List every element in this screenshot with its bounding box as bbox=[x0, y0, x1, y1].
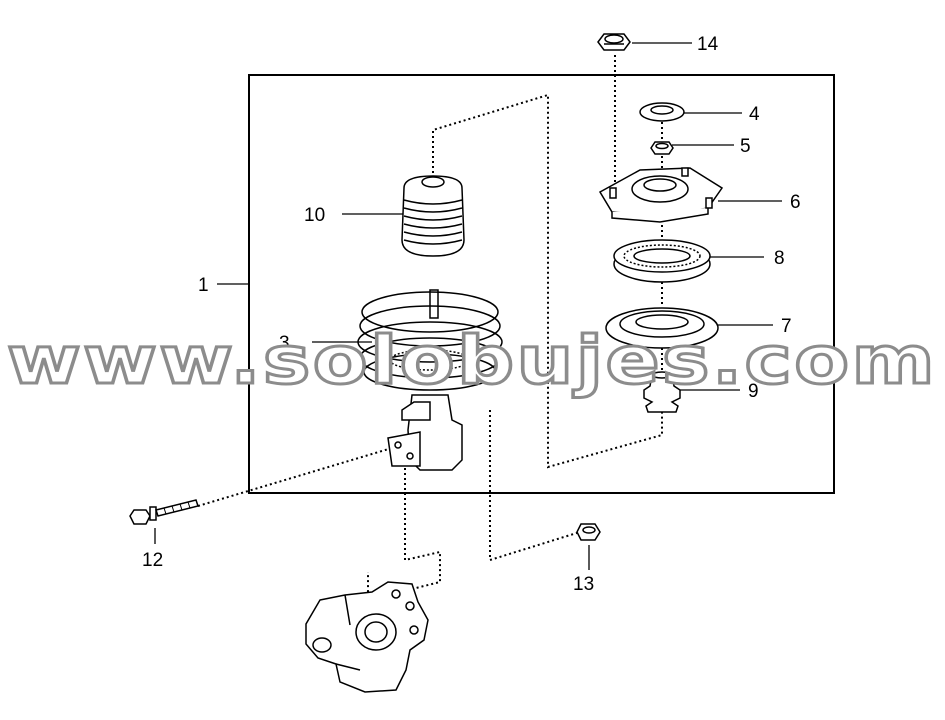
callout-1: 1 bbox=[198, 275, 209, 296]
part-5-nut bbox=[650, 141, 674, 155]
part-8-bearing bbox=[613, 239, 711, 283]
watermark-text: www.solobujes.com bbox=[7, 322, 937, 399]
callout-12: 12 bbox=[142, 550, 163, 571]
part-14-top-nut bbox=[597, 33, 631, 51]
leader-lines bbox=[154, 42, 782, 570]
callout-13: 13 bbox=[573, 574, 594, 595]
part-13-nut bbox=[576, 523, 601, 541]
callout-3: 3 bbox=[279, 333, 290, 354]
callout-9: 9 bbox=[748, 381, 759, 402]
callout-labels: 1 3 4 5 6 7 8 9 10 12 13 14 bbox=[142, 34, 801, 595]
callout-6: 6 bbox=[790, 192, 801, 213]
steering-knuckle bbox=[305, 581, 429, 693]
callout-14: 14 bbox=[697, 34, 719, 55]
callout-7: 7 bbox=[781, 316, 792, 337]
part-3-strut-assembly bbox=[357, 289, 503, 471]
callout-10: 10 bbox=[304, 205, 325, 226]
part-10-dust-boot bbox=[401, 175, 465, 257]
callout-4: 4 bbox=[749, 104, 760, 125]
part-7-spring-seat bbox=[605, 307, 719, 349]
callout-8: 8 bbox=[774, 248, 785, 269]
callout-5: 5 bbox=[740, 136, 751, 157]
part-9-bump-stop bbox=[643, 371, 681, 413]
part-4-washer bbox=[639, 102, 685, 122]
part-6-strut-mount bbox=[598, 167, 724, 223]
part-12-bolt bbox=[129, 499, 199, 525]
